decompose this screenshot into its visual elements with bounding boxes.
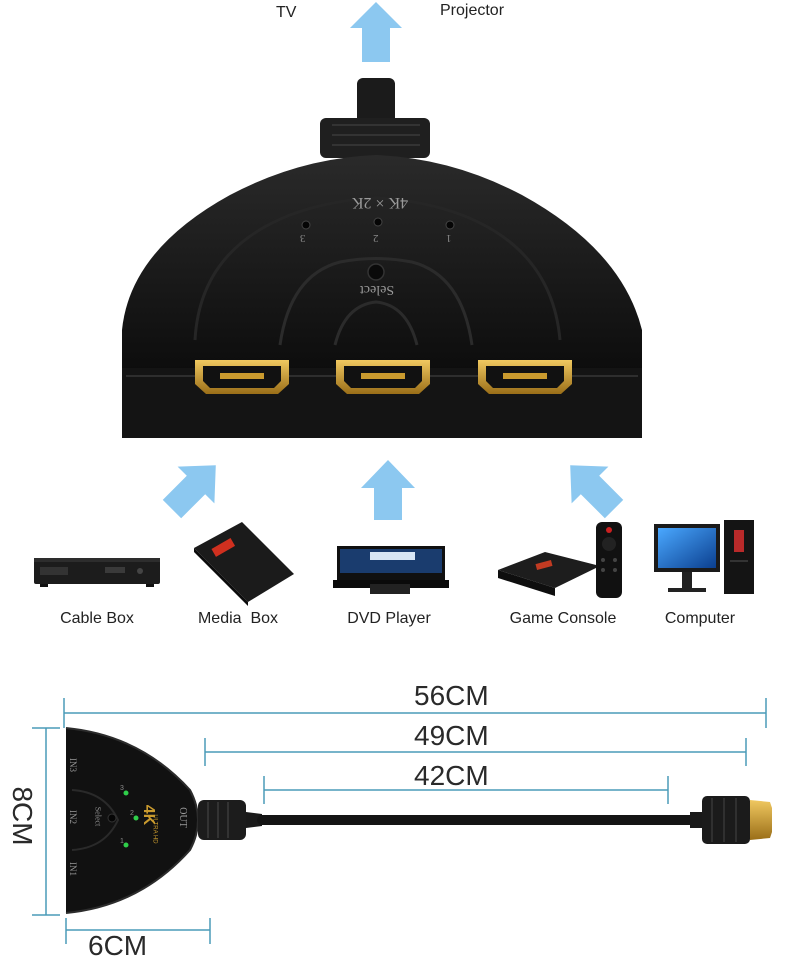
- dvd-player-image: [333, 546, 449, 594]
- input-arrow-right: [570, 465, 624, 519]
- select-label: Select: [359, 282, 395, 297]
- small-switch-sub: ULTRA HD: [151, 814, 158, 844]
- led-3: [301, 220, 311, 230]
- output-cable: [320, 78, 430, 158]
- small-switch-in3: IN3: [68, 758, 78, 772]
- input-arrow-center: [361, 460, 415, 520]
- select-button: [367, 263, 385, 281]
- resolution-badge: 4K × 2K: [351, 194, 409, 211]
- small-switch-led-2: 2: [130, 810, 134, 817]
- led-label-3: 3: [300, 232, 306, 244]
- hdmi-port-2: [336, 360, 430, 394]
- hdmi-cable: [198, 796, 772, 844]
- small-switch-led-1: 1: [120, 838, 124, 845]
- small-switch-out: OUT: [176, 807, 188, 828]
- game-console-image: [498, 522, 622, 598]
- led-2: [373, 217, 383, 227]
- device-label-computer: Computer: [664, 610, 736, 627]
- dimension-6cm: [65, 918, 211, 944]
- input-arrow-left: [162, 465, 216, 519]
- dimension-label-42cm: 42CM: [414, 760, 489, 791]
- hdmi-port-3: [478, 360, 572, 394]
- tv-label: TV: [276, 4, 297, 21]
- dimension-49cm: [204, 738, 747, 766]
- device-label-media-box: Media Box: [197, 610, 279, 627]
- dimension-label-49cm: 49CM: [414, 720, 489, 751]
- device-label-dvd-player: DVD Player: [347, 610, 431, 627]
- device-label-game-console: Game Console: [509, 610, 617, 627]
- small-switch-in1: IN1: [68, 862, 78, 876]
- media-box-image: [194, 522, 294, 606]
- small-switch-led-3: 3: [120, 785, 124, 792]
- small-switch-in2: IN2: [68, 810, 78, 824]
- hdmi-port-1: [195, 360, 289, 394]
- small-switch-select: Select: [93, 806, 103, 827]
- projector-label: Projector: [440, 2, 505, 19]
- dimension-42cm: [263, 776, 669, 804]
- output-arrow: [350, 2, 402, 62]
- computer-image: [654, 520, 754, 594]
- dimension-label-8cm: 8CM: [7, 786, 38, 846]
- dimension-56cm: [63, 698, 767, 728]
- small-switch: [65, 727, 199, 914]
- dimension-label-6cm: 6CM: [88, 930, 148, 961]
- cable-box-image: [34, 558, 160, 587]
- led-label-1: 1: [446, 232, 452, 244]
- device-label-cable-box: Cable Box: [60, 610, 134, 627]
- led-label-2: 2: [373, 232, 379, 244]
- led-1: [445, 220, 455, 230]
- dimension-label-56cm: 56CM: [414, 680, 489, 711]
- dimension-8cm: [32, 727, 60, 916]
